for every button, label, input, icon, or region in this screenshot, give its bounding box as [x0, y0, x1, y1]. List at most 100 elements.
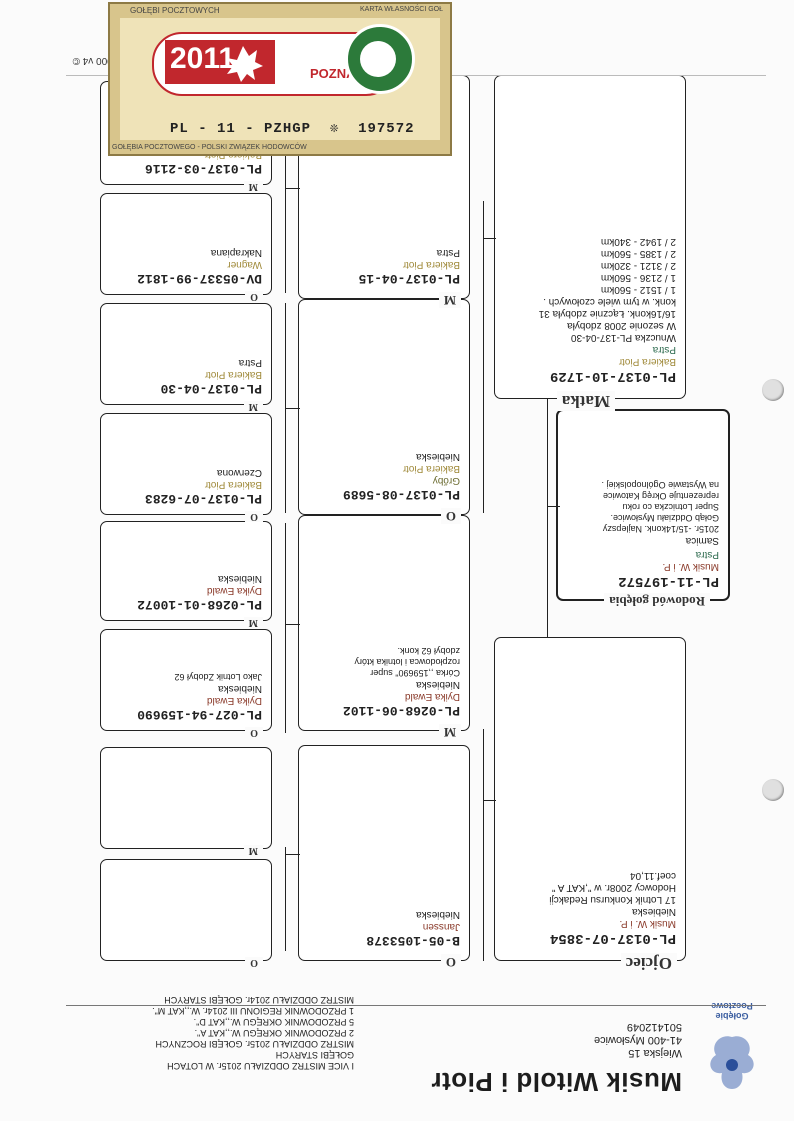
- main-note: 2015r. -15/14konk. Najlepszy: [602, 524, 719, 534]
- gen2-extra: Grőby: [432, 475, 460, 486]
- sticker-star-icon: ❊: [329, 121, 340, 137]
- mother-note: 2 / 3121 - 320km: [600, 260, 676, 271]
- connector-line: [286, 188, 300, 189]
- mother-note: 1 / 1512 - 560km: [600, 284, 676, 295]
- sticker-number-line: PL - 11 - PZHGP ❊ 197572: [170, 120, 415, 137]
- gen3-ring: DV-05337-99-1812: [137, 271, 262, 286]
- gen2-tag: O: [440, 508, 461, 524]
- gen3-owner: Wagner: [227, 259, 262, 270]
- achievement-line: 2 PRZODOWNIK OKRĘGU W.,,KAT A".: [194, 1028, 354, 1038]
- sticker-top-text: GOŁĘBI POCZTOWYCH: [130, 6, 220, 15]
- gen3-color: Niebieska: [218, 573, 262, 584]
- sticker-flag: [165, 40, 275, 84]
- breeder-address: Wiejska 15 41-400 Mysłowice 501412049: [594, 1020, 682, 1059]
- gen2-color: Niebieska: [416, 451, 460, 462]
- gen2-color: Niebieska: [416, 909, 460, 920]
- gen2-color: Niebieska: [416, 679, 460, 690]
- gen2-ring: PL-0137-08-5689: [342, 487, 460, 502]
- gen3-ring: PL-027-94-159690: [137, 707, 262, 722]
- main-note: na Wystawie Ogólnopolskiej .: [601, 480, 719, 490]
- father-ring: PL-0137-07-3854: [549, 930, 676, 946]
- address-street: Wiejska 15: [628, 1047, 682, 1059]
- gen3-box-1: O: [100, 859, 272, 968]
- connector-line: [286, 408, 300, 409]
- father-note: 17 Lotnik Konkursu Redakcji: [549, 894, 676, 905]
- gen2-note: Córka ,,159690" super: [370, 668, 460, 678]
- sticker-code: PL - 11 - PZHGP: [170, 121, 312, 137]
- grandfather-paternal-box: O B-05-1053378 Janssen Niebieska: [298, 745, 470, 970]
- father-tag: Ojciec: [620, 953, 677, 973]
- punch-hole: [762, 379, 784, 401]
- gen3-box-7: O DV-05337-99-1812 Wagner Nakrapiana: [100, 193, 272, 302]
- achievement-line: 1 PRZODOWNIK REGIONU III 2014r. W.,,KAT …: [152, 1006, 354, 1016]
- father-owner: Musik W. i P.: [619, 918, 677, 929]
- main-note: Gołąb Oddziału Mysłowice.: [610, 513, 719, 523]
- connector-line: [483, 201, 484, 513]
- gen2-owner: Janssen: [422, 921, 460, 932]
- ownership-card-sticker: GOŁĘBI POCZTOWYCH GOŁĘBIA POCZTOWEGO - P…: [108, 2, 452, 156]
- connector-line: [285, 523, 286, 733]
- gen3-box-6: M PL-0137-04-30 Bakiera Piotr Pstra: [100, 303, 272, 412]
- mother-tag: Matka: [556, 391, 615, 411]
- gen3-ring: PL-0137-04-30: [160, 381, 262, 396]
- gen2-note: zdobył 62 konk.: [397, 646, 460, 656]
- gen3-tag: M: [243, 845, 263, 856]
- achievement-line: GOŁĘBI STARYCH: [275, 1050, 354, 1060]
- achievement-line: MISTRZ ODDZIAŁU 2015r. GOŁĘBI ROCZNYCH: [155, 1039, 354, 1049]
- gen3-box-5: O PL-0137-07-6283 Bakiera Piotr Czerwona: [100, 413, 272, 522]
- gen2-owner: Bakiera Piotr: [402, 463, 460, 474]
- gen2-tag: M: [438, 724, 461, 740]
- gen2-owner: Bakiera Piotr: [402, 259, 460, 270]
- sticker-year: 2011: [170, 42, 236, 75]
- gen3-color: Czerwona: [216, 467, 262, 478]
- gen2-tag: M: [438, 292, 461, 308]
- main-owner: Musik W. i P.: [662, 561, 720, 572]
- gen3-ring: PL-0268-01-10072: [137, 597, 262, 612]
- sticker-bottom-text: GOŁĘBIA POCZTOWEGO - POLSKI ZWIĄZEK HODO…: [112, 144, 307, 151]
- gen3-tag: O: [245, 727, 263, 738]
- gen3-color: Pstra: [238, 357, 262, 368]
- pzhgp-logo-icon: [345, 24, 415, 94]
- mother-owner: Bakiera Piotr: [618, 356, 676, 367]
- main-ring: PL-11-197572: [618, 573, 719, 589]
- gen3-color: Niebieska: [218, 683, 262, 694]
- sticker-side-text: KARTA WŁASNOŚCI GOŁ: [360, 6, 443, 13]
- address-city: 41-400 Mysłowice: [593, 1034, 682, 1046]
- gen3-owner: Bakiera Piotr: [204, 369, 262, 380]
- main-note: Super Lotniczka co roku: [622, 502, 719, 512]
- connector-line: [484, 238, 496, 239]
- grandmother-paternal-box: M PL-0268-06-1102 Dyika Ewald Niebieska …: [298, 515, 470, 740]
- eagle-emblem-icon: [227, 46, 263, 82]
- gen3-ring: PL-0137-07-6283: [144, 491, 262, 506]
- gen3-owner: Dyika Ewald: [206, 585, 262, 596]
- gen2-color: Pstra: [436, 247, 460, 258]
- main-pigeon-box: Rodowód gołębia PL-11-197572 Musik W. i …: [556, 409, 730, 609]
- father-box: Ojciec PL-0137-07-3854 Musik W. i P. Nie…: [494, 637, 686, 973]
- gen3-owner: Bakiera Piotr: [204, 479, 262, 490]
- father-color: Niebieska: [632, 906, 676, 917]
- grandfather-maternal-box: O PL-0137-08-5689 Grőby Bakiera Piotr Ni…: [298, 299, 470, 524]
- gen3-box-4: M PL-0268-01-10072 Dyika Ewald Niebieska: [100, 521, 272, 628]
- father-note: Hodowcy 2008r. w ",KAT A ": [551, 882, 676, 893]
- main-pigeon-tag: Rodowód gołębia: [604, 593, 710, 609]
- logo-caption: Gołębie Pocztowe: [711, 1001, 753, 1021]
- mother-note: 16/16konk. Łącznie zdobyła 31: [538, 308, 676, 319]
- main-color: Pstra: [695, 549, 719, 560]
- gen3-tag: M: [243, 617, 263, 628]
- pigeon-logo-icon: [702, 1005, 762, 1095]
- achievement-line: MISTRZ ODDZIAŁU 2014r. GOŁĘBI STARYCH: [164, 995, 354, 1005]
- connector-line: [483, 729, 484, 961]
- connector-line: [285, 847, 286, 951]
- achievement-line: 5 PRZODOWNIK OKRĘGU W.,,KAT D".: [193, 1017, 354, 1027]
- gen3-tag: M: [243, 401, 263, 412]
- gen2-owner: Dyika Ewald: [404, 691, 460, 702]
- address-phone: 501412049: [626, 1021, 682, 1033]
- mother-note: Wnuczka PL-137-04-30: [570, 332, 676, 343]
- gen2-ring: B-05-1053378: [366, 933, 460, 948]
- gen3-owner: Dyika Ewald: [206, 695, 262, 706]
- gen3-tag: O: [245, 291, 263, 302]
- achievement-line: I VICE MISTRZ ODDZIAŁU 2015r. W LOTACH: [167, 1061, 354, 1071]
- punch-hole: [762, 779, 784, 801]
